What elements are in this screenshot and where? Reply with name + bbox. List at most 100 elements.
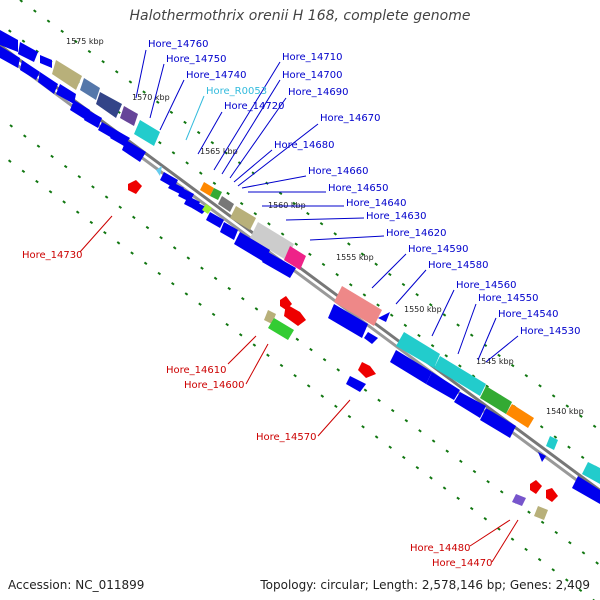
gene-leader-line	[233, 149, 273, 183]
scale-label: 1540 kbp	[546, 407, 584, 416]
highlight-arrow[interactable]	[530, 480, 542, 494]
gene-leader-line	[395, 269, 427, 305]
cds-block[interactable]	[202, 204, 212, 214]
cds-block[interactable]	[134, 120, 160, 146]
cds-block[interactable]	[96, 92, 122, 118]
gene-label[interactable]: Hore_14560	[456, 280, 517, 291]
cds-arrow[interactable]	[346, 376, 366, 392]
scale-label: 1545 kbp	[476, 357, 514, 366]
gene-label[interactable]: Hore_14720	[224, 101, 285, 112]
gene-leader-line	[135, 49, 147, 99]
scale-label: 1550 kbp	[404, 305, 442, 314]
tick-guide-far-outer	[19, 0, 600, 432]
cds-block[interactable]	[80, 78, 100, 100]
cds-arrow[interactable]	[378, 312, 390, 322]
cds-block[interactable]	[250, 222, 294, 260]
gene-leader-line	[317, 399, 351, 437]
cds-block[interactable]	[546, 436, 558, 450]
gene-label[interactable]: Hore_14540	[498, 309, 559, 320]
gene-label[interactable]: Hore_14620	[386, 228, 447, 239]
cds-arrow[interactable]	[20, 60, 40, 80]
cds-arrow[interactable]	[110, 130, 130, 146]
cds-arrow[interactable]	[56, 84, 76, 104]
gene-label[interactable]: Hore_14730	[22, 250, 83, 261]
gene-label[interactable]: Hore_14680	[274, 140, 335, 151]
gene-labels: Hore_14760Hore_14750Hore_14740Hore_R0053…	[22, 39, 581, 569]
cds-block[interactable]	[200, 182, 214, 196]
gene-label[interactable]: Hore_14650	[328, 183, 389, 194]
gene-label[interactable]: Hore_14640	[346, 198, 407, 209]
cds-arrow[interactable]	[220, 222, 238, 240]
cds-arrow[interactable]	[70, 100, 90, 120]
gene-label[interactable]: Hore_14740	[186, 70, 247, 81]
cds-arrow[interactable]	[364, 332, 378, 344]
cds-arrow[interactable]	[426, 372, 460, 400]
cds-block[interactable]	[334, 286, 382, 326]
cds-block[interactable]	[480, 386, 512, 414]
cds-arrow[interactable]	[234, 232, 270, 262]
cds-arrow[interactable]	[38, 72, 58, 94]
scale-label: 1570 kbp	[132, 93, 170, 102]
gene-label[interactable]: Hore_14610	[166, 365, 227, 376]
gene-label[interactable]: Hore_14700	[282, 70, 343, 81]
cds-block[interactable]	[218, 196, 234, 212]
cds-arrow[interactable]	[390, 350, 432, 384]
cds-block[interactable]	[396, 332, 440, 368]
cds-arrow[interactable]	[168, 182, 184, 194]
gene-label[interactable]: Hore_14550	[478, 293, 539, 304]
cds-arrow[interactable]	[122, 140, 146, 162]
gene-leader-line	[491, 519, 519, 563]
highlight-arrow[interactable]	[358, 362, 376, 378]
cds-block[interactable]	[120, 106, 138, 126]
cds-block[interactable]	[512, 494, 526, 506]
cds-arrow[interactable]	[538, 452, 546, 462]
cds-block[interactable]	[284, 246, 306, 270]
cds-block[interactable]	[534, 506, 548, 520]
cds-arrow[interactable]	[328, 304, 368, 338]
cds-block[interactable]	[582, 462, 600, 484]
cds-arrow[interactable]	[262, 252, 296, 278]
gene-label[interactable]: Hore_14760	[148, 39, 209, 50]
backbone-line-outer	[0, 43, 600, 493]
cds-arrow[interactable]	[18, 42, 38, 62]
gene-leader-line	[221, 79, 281, 175]
cds-arrow[interactable]	[480, 408, 516, 438]
cds-arrow[interactable]	[572, 476, 600, 504]
cds-block[interactable]	[230, 206, 256, 230]
highlight-arrow[interactable]	[284, 304, 306, 326]
gene-label[interactable]: Hore_14660	[308, 166, 369, 177]
gene-label[interactable]: Hore_14590	[408, 244, 469, 255]
gene-label[interactable]: Hore_14670	[320, 113, 381, 124]
gene-label[interactable]: Hore_14600	[184, 380, 245, 391]
gene-leader-line	[229, 97, 287, 179]
cds-block[interactable]	[210, 188, 222, 200]
gene-label[interactable]: Hore_14630	[366, 211, 427, 222]
cds-arrow[interactable]	[40, 55, 52, 68]
map-title: Halothermothrix orenii H 168, complete g…	[129, 8, 471, 24]
gene-label[interactable]: Hore_14570	[256, 432, 317, 443]
gene-label[interactable]: Hore_14530	[520, 326, 581, 337]
cds-arrow[interactable]	[206, 212, 224, 228]
cds-arrow[interactable]	[98, 122, 116, 138]
gene-label[interactable]: Hore_14580	[428, 260, 489, 271]
gene-label[interactable]: Hore_14710	[282, 52, 343, 63]
cds-arrow[interactable]	[84, 110, 102, 128]
cds-block[interactable]	[52, 60, 82, 90]
gene-label[interactable]: Hore_14480	[410, 543, 471, 554]
gene-leader-line	[185, 95, 205, 141]
highlight-arrow[interactable]	[546, 488, 558, 502]
gene-label[interactable]: Hore_14750	[166, 54, 227, 65]
cds-arrow[interactable]	[0, 30, 18, 52]
cds-block[interactable]	[434, 356, 486, 396]
cds-arrow[interactable]	[0, 46, 20, 68]
trna-marker[interactable]	[156, 166, 162, 176]
cds-block[interactable]	[268, 318, 294, 340]
cds-arrow[interactable]	[454, 392, 486, 418]
gene-label[interactable]: Hore_R0053	[206, 86, 267, 97]
highlight-arrow[interactable]	[128, 180, 142, 194]
cds-block[interactable]	[506, 404, 534, 428]
gene-label[interactable]: Hore_14690	[288, 87, 349, 98]
gene-label[interactable]: Hore_14470	[432, 558, 493, 569]
